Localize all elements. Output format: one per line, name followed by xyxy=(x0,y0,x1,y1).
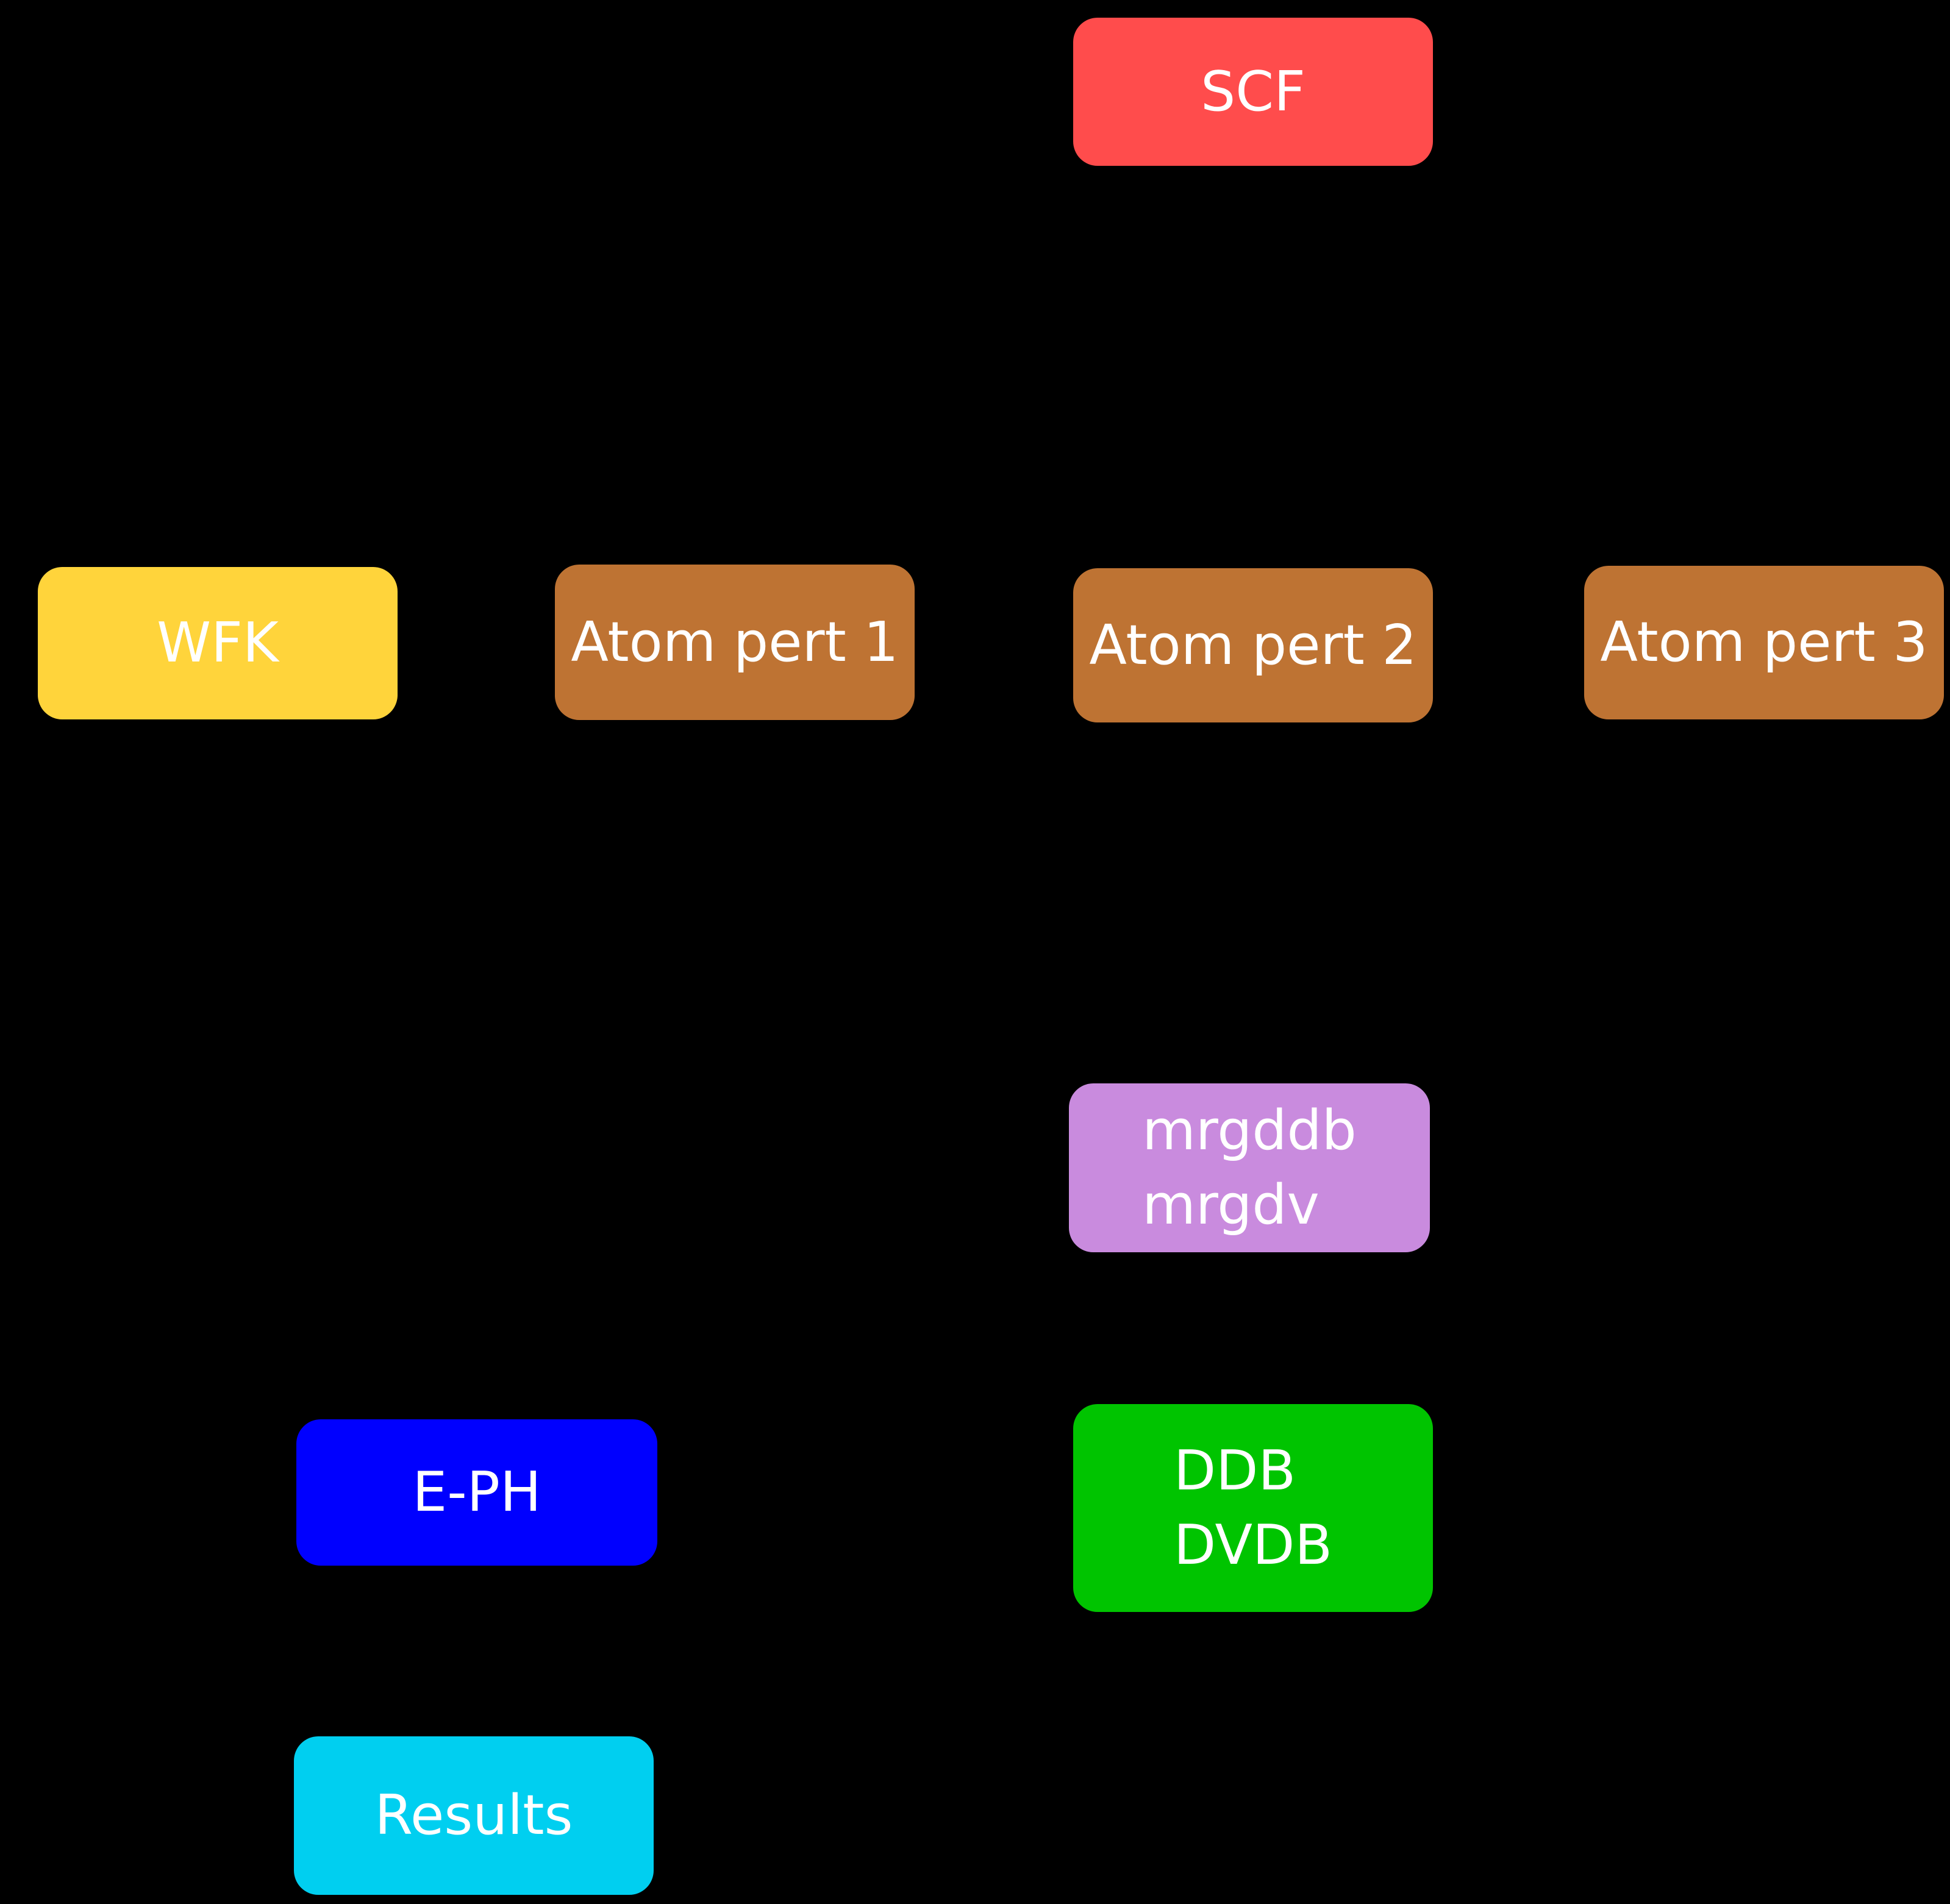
diagram-node-atom-pert-2: Atom pert 2 xyxy=(1073,568,1433,722)
diagram-node-scf: SCF xyxy=(1073,18,1433,166)
diagram-node-e-ph: E-PH xyxy=(296,1419,657,1566)
diagram-node-ddb-dvdb: DDB DVDB xyxy=(1073,1404,1433,1612)
diagram-node-label-line: E-PH xyxy=(412,1460,541,1525)
diagram-node-label-line: Atom pert 2 xyxy=(1089,613,1417,677)
diagram-node-label-line: Atom pert 1 xyxy=(571,610,899,674)
diagram-node-label: DDB DVDB xyxy=(1174,1434,1332,1582)
diagram-node-label: Atom pert 3 xyxy=(1600,605,1927,680)
diagram-node-label: mrgddb mrgdv xyxy=(1142,1094,1357,1242)
diagram-node-results: Results xyxy=(294,1736,654,1895)
diagram-node-label: WFK xyxy=(157,606,279,680)
diagram-node-label-line: WFK xyxy=(157,611,279,676)
diagram-node-label: E-PH xyxy=(412,1455,541,1530)
diagram-node-label-line: SCF xyxy=(1201,59,1305,124)
diagram-node-label-line: mrgddb xyxy=(1142,1099,1357,1163)
diagram-node-wfk: WFK xyxy=(38,567,398,719)
diagram-node-mrgddb-mrgdv: mrgddb mrgdv xyxy=(1069,1083,1430,1252)
diagram-node-atom-pert-3: Atom pert 3 xyxy=(1584,566,1944,719)
diagram-node-label-line: DVDB xyxy=(1173,1513,1333,1577)
diagram-node-label: SCF xyxy=(1201,55,1305,129)
diagram-node-atom-pert-1: Atom pert 1 xyxy=(555,565,915,720)
diagram-node-label: Results xyxy=(375,1778,573,1853)
diagram-node-label-line: mrgdv xyxy=(1142,1172,1320,1237)
diagram-node-label: Atom pert 2 xyxy=(1089,608,1416,683)
diagram-node-label-line: DDB xyxy=(1173,1439,1296,1503)
diagram-node-label-line: Atom pert 3 xyxy=(1600,610,1928,675)
diagram-node-label: Atom pert 1 xyxy=(571,605,898,680)
diagram-node-label-line: Results xyxy=(374,1783,573,1848)
